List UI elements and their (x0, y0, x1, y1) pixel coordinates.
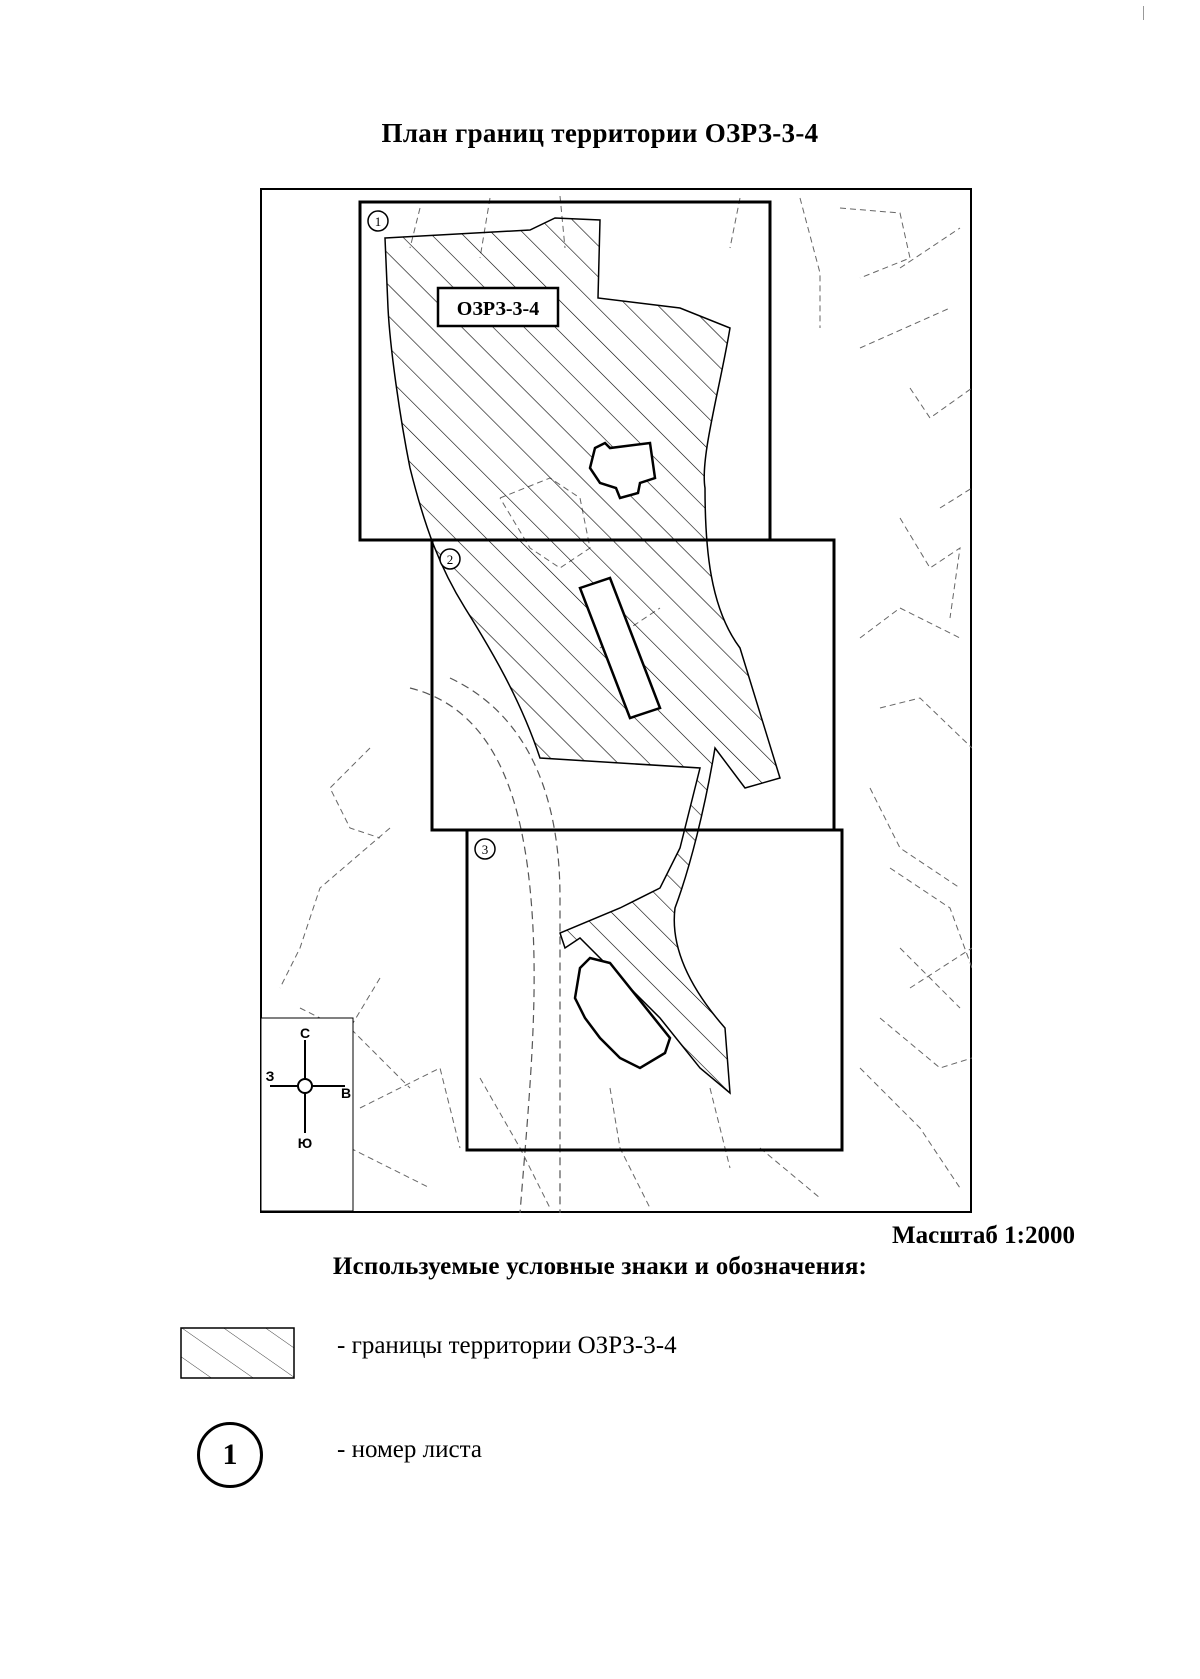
legend-item-boundary: - границы территории ОЗРЗ-3-4 (337, 1332, 677, 1359)
legend-item-sheet-number: - номер листа (337, 1436, 482, 1463)
svg-text:В: В (341, 1085, 351, 1101)
building-3 (573, 956, 672, 1070)
legend-sheet-number-symbol: 1 (197, 1422, 263, 1488)
sheet-number-1: 1 (367, 210, 389, 232)
legend-title: Используемые условные знаки и обозначени… (332, 1253, 868, 1280)
road (409, 677, 561, 1213)
sheet-frame-3 (465, 828, 844, 1152)
legend-sheet-number-digit: 1 (222, 1438, 238, 1471)
edge-mark (1143, 6, 1144, 20)
buildings (573, 441, 672, 1070)
svg-text:3: 3 (482, 842, 489, 857)
sheet-frames (358, 200, 844, 1152)
svg-text:ОЗРЗ-3-4: ОЗРЗ-3-4 (457, 298, 539, 320)
map-frame: 1 2 3 ОЗРЗ-3-4 С Ю З В (260, 188, 972, 1213)
territory-hatch (384, 217, 781, 1095)
scale-label: Масштаб 1:2000 (892, 1222, 1075, 1249)
sheet-number-2: 2 (439, 548, 461, 570)
svg-text:Ю: Ю (298, 1135, 312, 1151)
svg-text:2: 2 (447, 552, 454, 567)
legend-hatch-swatch (180, 1327, 295, 1379)
territory-map: 1 2 3 ОЗРЗ-3-4 С Ю З В (260, 188, 972, 1213)
building-1 (588, 441, 657, 500)
sheet-number-3: 3 (474, 838, 496, 860)
compass: С Ю З В (260, 1017, 354, 1212)
zone-label: ОЗРЗ-3-4 (436, 286, 560, 328)
svg-text:С: С (300, 1025, 310, 1041)
building-2 (578, 576, 662, 720)
page-title: План границ территории ОЗРЗ-3-4 (381, 118, 819, 148)
svg-text:1: 1 (375, 214, 382, 229)
svg-text:З: З (266, 1068, 275, 1084)
